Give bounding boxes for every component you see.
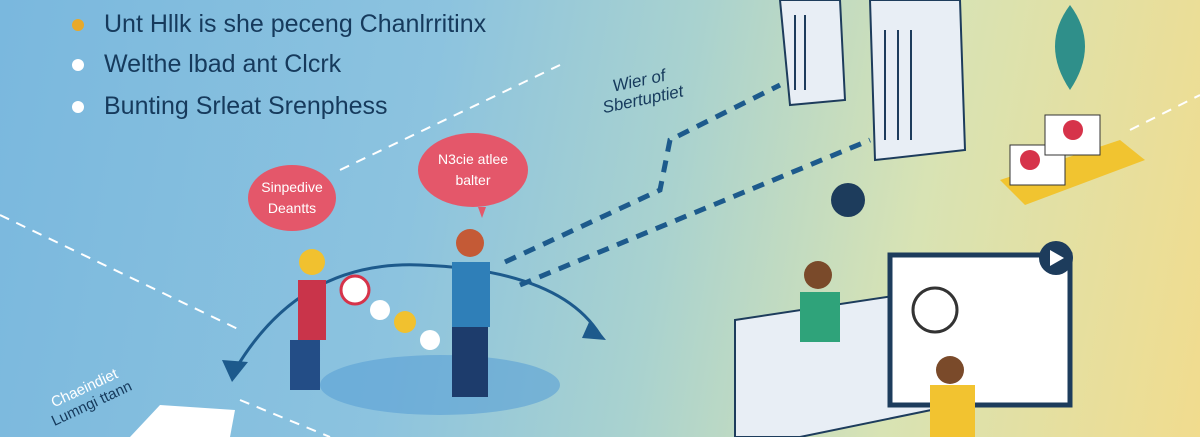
bullet-text: Bunting Srleat Srenphess <box>104 92 388 120</box>
bubble-line: N3cie atlee <box>437 151 509 167</box>
book-stack <box>130 405 235 437</box>
chat-icon <box>831 183 865 217</box>
bullet-dot <box>72 18 84 31</box>
cycle-arrow <box>233 263 602 371</box>
dashed-guides <box>0 64 1200 437</box>
leaf-icon <box>1055 5 1085 90</box>
floor-splash <box>320 355 560 415</box>
bullet-text: Unt Hllk is she peceng Chanlrritinx <box>104 10 487 38</box>
dashed-flow-lines <box>503 82 871 288</box>
bullet-text: Welthe lbad ant Clcrk <box>104 50 342 78</box>
coin-platform <box>1000 140 1145 205</box>
workstation <box>734 183 1073 437</box>
bullet-dot <box>72 100 84 113</box>
bubble-line: Sinpedive <box>261 179 323 195</box>
coins-sequence <box>339 274 440 350</box>
bullet-item: Unt Hllk is she peceng Chanlrritinx <box>72 10 486 39</box>
monitor <box>887 252 1073 408</box>
people <box>290 229 490 397</box>
bullet-dot <box>72 58 84 71</box>
bullet-item: Welthe lbad ant Clcrk <box>72 50 341 79</box>
speech-bubble-right: N3cie atlee balter <box>418 133 528 207</box>
bubble-line: balter <box>455 172 491 188</box>
bullet-item: Bunting Srleat Srenphess <box>72 92 388 121</box>
server-towers <box>778 0 967 162</box>
bubble-line: Deantts <box>267 200 317 216</box>
